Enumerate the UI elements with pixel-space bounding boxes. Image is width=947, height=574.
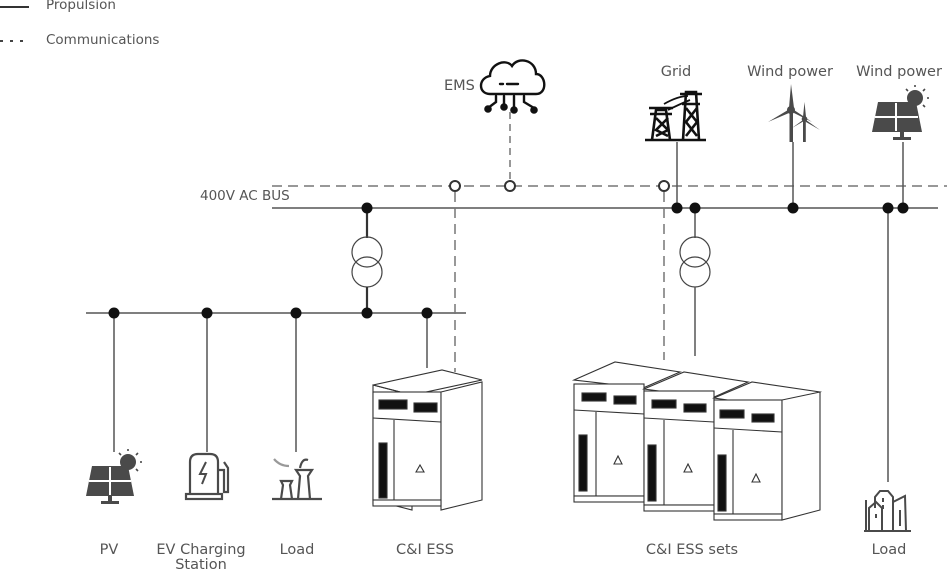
ci-ess-label: C&I ESS — [396, 542, 454, 558]
junction-transformer-2-top — [689, 202, 701, 214]
junction-ci-ess — [421, 307, 433, 319]
junction-grid — [671, 202, 683, 214]
ess-cabinet-icon — [372, 369, 483, 511]
solar-panel-icon — [872, 85, 929, 140]
buildings-icon — [864, 490, 911, 532]
ev-charging-label-line2: Station — [175, 557, 227, 573]
comm-node-ess-sets — [658, 180, 670, 192]
load-label-right: Load — [871, 542, 907, 558]
ems-label: EMS — [444, 78, 475, 94]
ess-cabinet-set-icon — [571, 361, 823, 521]
transformer-1-coil-a — [351, 236, 383, 268]
junction-transformer-1-bottom — [361, 307, 373, 319]
solar-power-label: Wind power — [856, 64, 942, 80]
junction-load2 — [882, 202, 894, 214]
junction-wind — [787, 202, 799, 214]
junction-load1 — [290, 307, 302, 319]
ev-charger-icon — [184, 452, 230, 501]
load-label-left: Load — [279, 542, 315, 558]
bus-label: 400V AC BUS — [200, 188, 290, 204]
transformer-2-coil-a — [679, 236, 711, 268]
junction-ev — [201, 307, 213, 319]
junction-transformer-1-top — [361, 202, 373, 214]
junction-nodes — [108, 202, 909, 319]
comm-node-ci-ess — [449, 180, 461, 192]
junction-pv — [108, 307, 120, 319]
ci-ess-sets-label: C&I ESS sets — [645, 542, 739, 558]
wind-turbine-icon — [768, 84, 820, 142]
transmission-tower-icon — [645, 90, 706, 142]
junction-solar — [897, 202, 909, 214]
comm-node-ems — [504, 180, 516, 192]
transformer-2-coil-b — [679, 256, 711, 288]
transformer-1-coil-b — [351, 256, 383, 288]
factory-icon — [272, 458, 322, 501]
ev-charging-label: EV Charging Station — [156, 543, 245, 573]
pv-solar-panel-icon — [86, 449, 142, 504]
legend-communications-label: Communications — [46, 32, 160, 48]
wind-power-label: Wind power — [747, 64, 833, 80]
cloud-network-icon — [479, 59, 546, 114]
ev-charging-label-line1: EV Charging — [156, 542, 246, 558]
legend-propulsion-label: Propulsion — [46, 0, 116, 13]
pv-label: PV — [99, 542, 119, 558]
grid-label: Grid — [660, 64, 692, 80]
